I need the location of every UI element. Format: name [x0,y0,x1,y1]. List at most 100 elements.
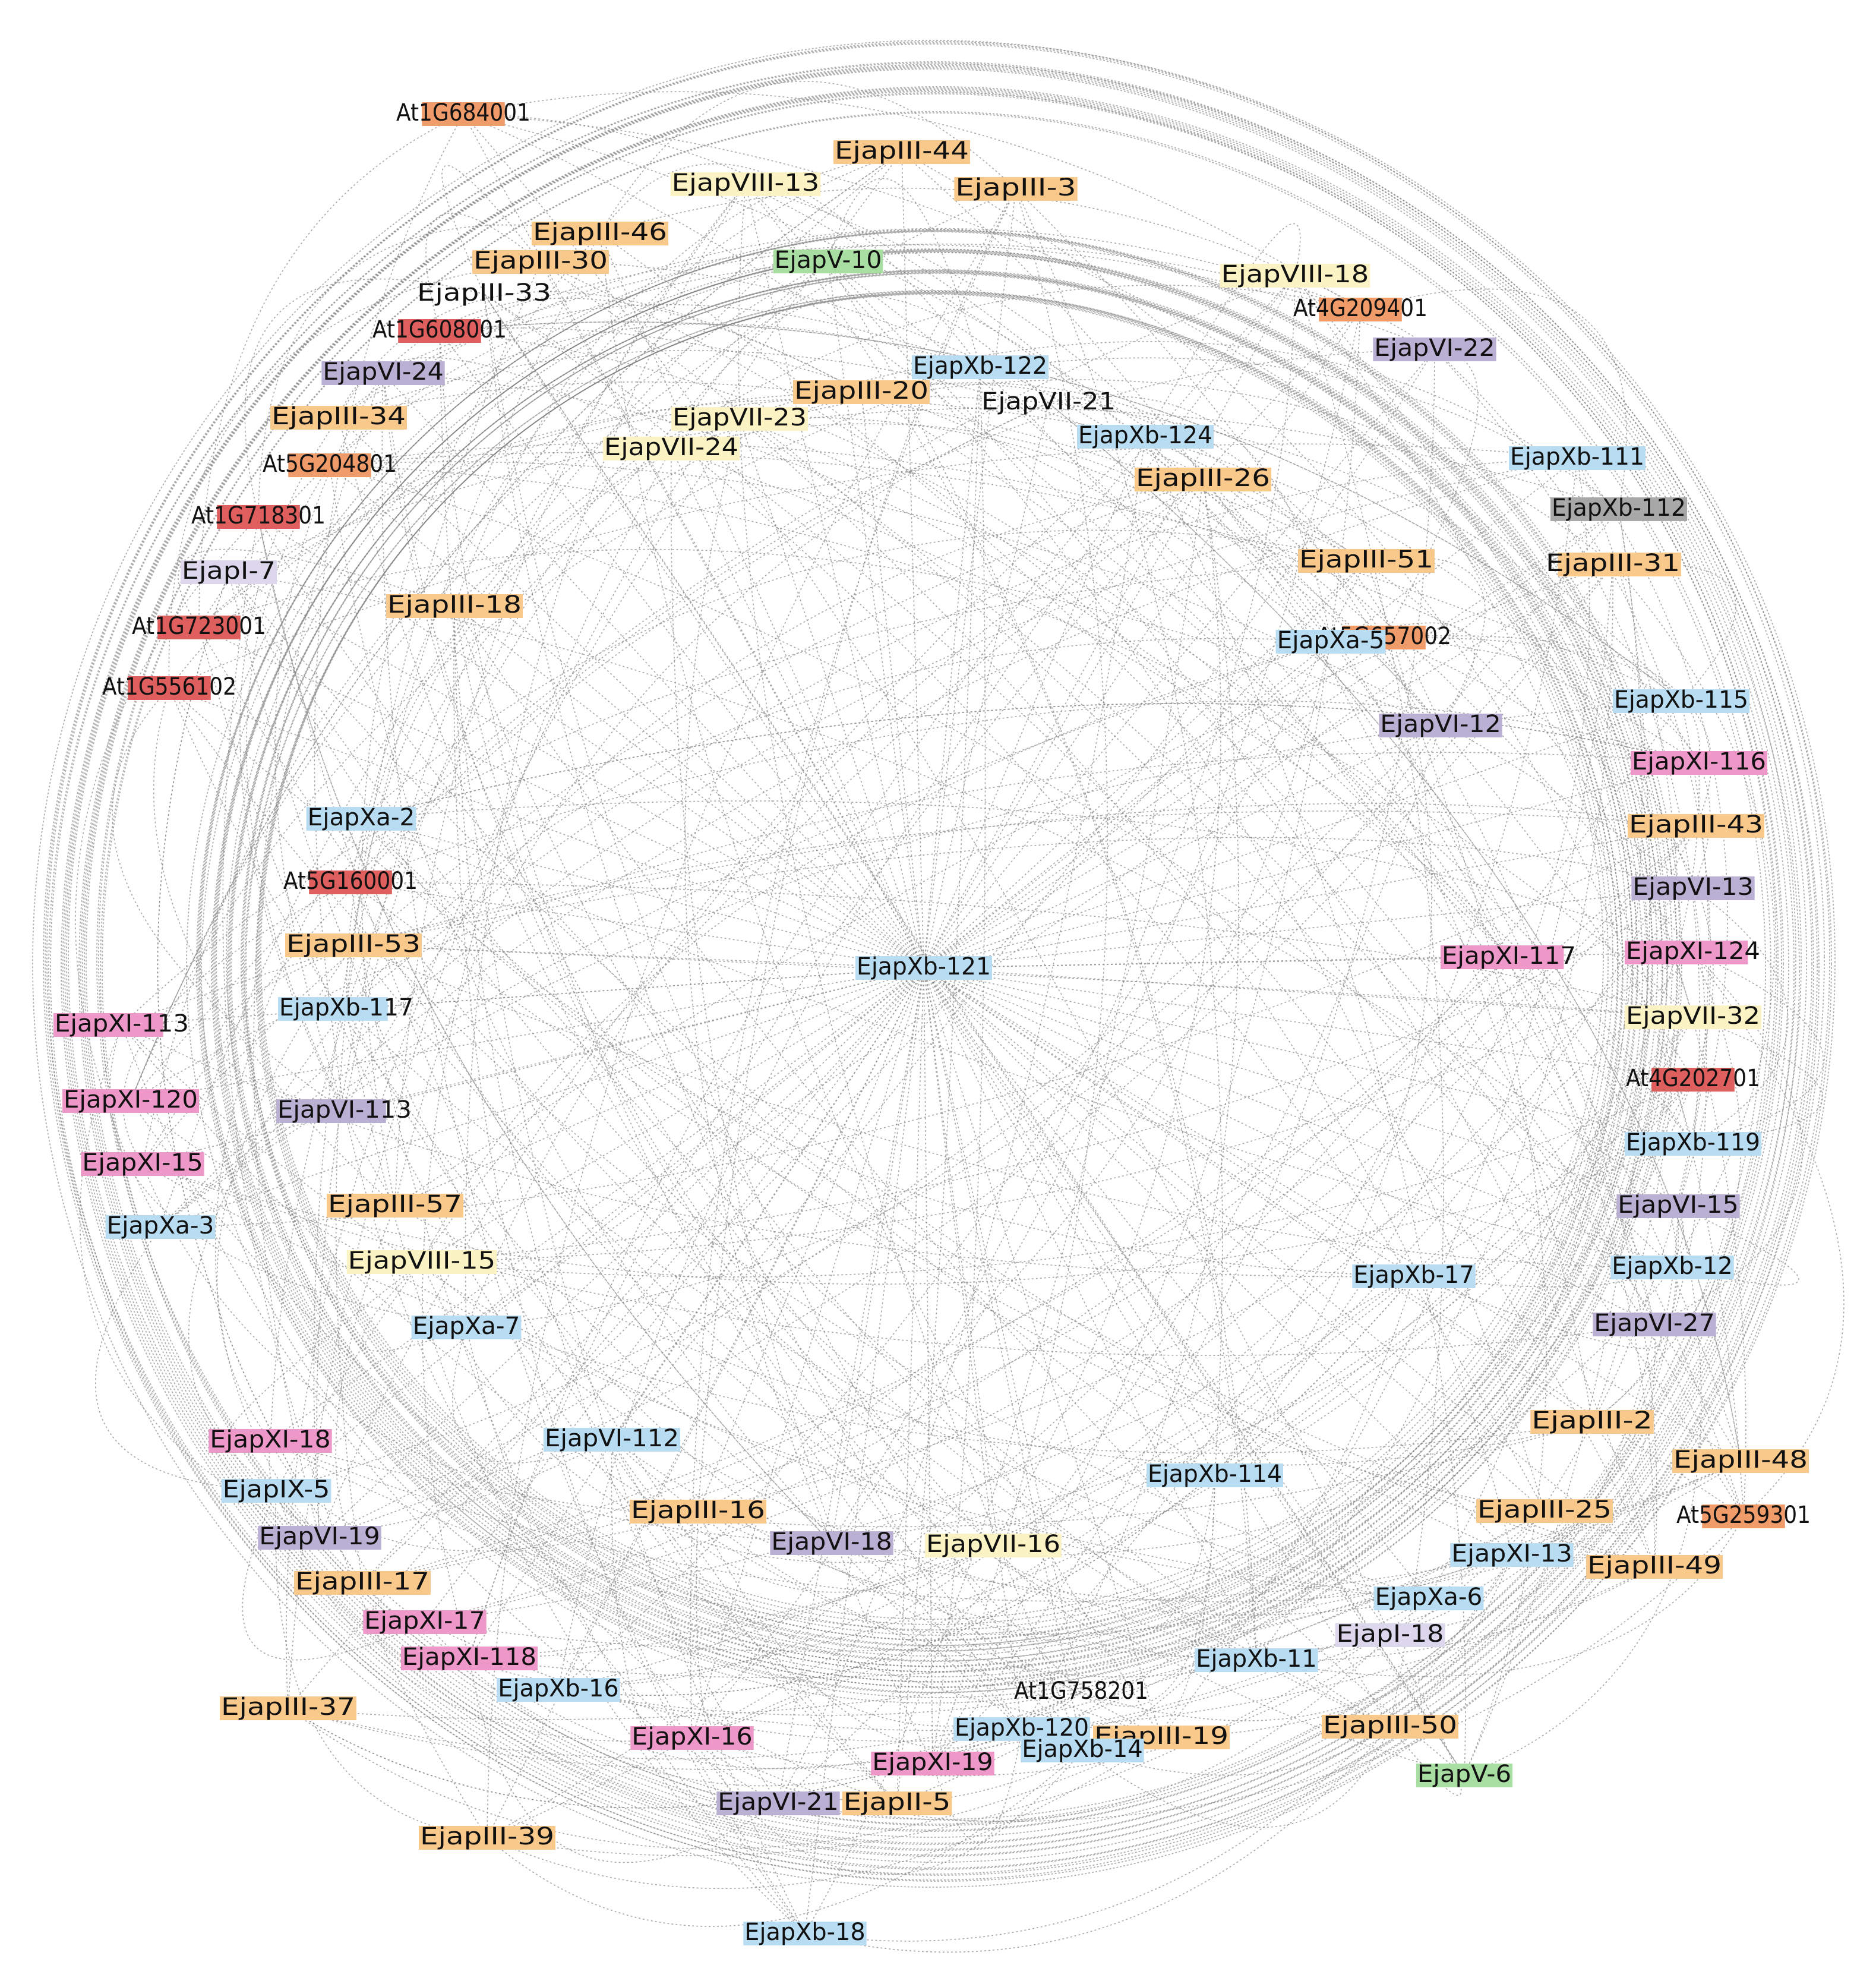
gene-node[interactable]: EjapXI-113 [53,1010,189,1037]
gene-node[interactable]: EjapIII-46 [532,219,668,246]
gene-node[interactable]: At5G160001 [283,868,418,895]
gene-node[interactable]: EjapIII-33 [417,279,551,307]
gene-node[interactable]: EjapXb-17 [1352,1261,1476,1289]
gene-node[interactable]: EjapXI-124 [1625,938,1760,965]
gene-node[interactable]: At5G259301 [1676,1502,1811,1529]
gene-node[interactable]: EjapIII-3 [954,174,1078,201]
gene-node-highlight [209,1429,332,1453]
gene-node[interactable]: EjapVI-21 [716,1789,840,1816]
gene-node[interactable]: EjapIII-44 [833,137,970,165]
gene-node[interactable]: EjapXI-15 [81,1149,204,1177]
gene-node[interactable]: EjapXI-16 [630,1723,754,1750]
gene-node[interactable]: EjapVII-16 [925,1531,1062,1558]
gene-node[interactable]: At1G556102 [102,673,236,701]
gene-node[interactable]: EjapIII-50 [1322,1712,1458,1739]
gene-node[interactable]: EjapVI-19 [258,1523,381,1550]
gene-node[interactable]: EjapVII-24 [603,434,740,461]
arc-edge [697,188,1016,1512]
gene-node[interactable]: EjapXb-115 [1613,686,1749,714]
arc-edge [1360,288,1627,510]
gene-node[interactable]: EjapXI-18 [209,1426,332,1453]
gene-node[interactable]: EjapXb-117 [278,994,413,1021]
gene-node[interactable]: EjapXI-120 [62,1086,199,1114]
arc-edge [1428,509,1643,1599]
gene-node[interactable]: EjapVI-12 [1379,711,1502,738]
gene-node[interactable]: EjapIX-5 [221,1476,331,1503]
gene-node[interactable]: EjapIII-49 [1586,1552,1723,1579]
gene-node[interactable]: EjapVI-18 [770,1528,893,1556]
gene-node[interactable]: At4G202701 [1626,1065,1760,1092]
gene-node[interactable]: At5G204801 [263,450,397,478]
gene-node[interactable]: At1G758201 [1014,1677,1148,1705]
gene-node[interactable]: EjapIII-53 [285,931,422,958]
hub-edge [344,967,924,1112]
arc-edge [169,687,1429,1599]
gene-node[interactable]: EjapVIII-15 [346,1247,497,1275]
gene-node[interactable]: EjapXb-111 [1509,443,1646,471]
gene-node[interactable]: At1G608001 [372,316,507,343]
gene-node[interactable]: EjapXa-6 [1373,1584,1484,1611]
gene-node[interactable]: At1G684001 [396,99,530,127]
gene-node[interactable]: EjapVIII-13 [670,169,821,197]
gene-node[interactable]: EjapV-6 [1416,1761,1513,1788]
gene-node[interactable]: EjapXb-124 [1077,422,1214,449]
gene-node[interactable]: EjapXb-11 [1195,1645,1318,1673]
gene-node[interactable]: EjapIII-30 [472,247,609,275]
gene-node[interactable]: EjapIII-48 [1672,1446,1809,1474]
gene-node[interactable]: EjapVI-112 [544,1425,680,1452]
gene-node[interactable]: EjapXI-116 [1631,748,1767,775]
gene-node[interactable]: EjapIII-25 [1476,1496,1613,1524]
gene-node[interactable]: EjapIII-26 [1135,465,1271,492]
gene-node[interactable]: EjapXb-114 [1147,1461,1283,1488]
gene-node[interactable]: At1G718301 [191,502,326,529]
gene-node[interactable]: EjapIII-51 [1298,546,1435,573]
gene-node[interactable]: EjapXI-118 [401,1644,538,1671]
gene-node[interactable]: EjapIII-20 [793,377,930,405]
gene-node[interactable]: EjapXb-120 [953,1714,1090,1742]
gene-node[interactable]: EjapI-18 [1335,1620,1445,1648]
gene-node[interactable]: EjapXI-117 [1441,942,1576,970]
gene-node[interactable]: EjapXI-17 [363,1607,487,1635]
gene-node[interactable]: EjapIII-18 [386,591,523,619]
edge-ring-bundle [98,93,1777,1820]
gene-node[interactable]: EjapV-10 [773,247,883,274]
gene-node[interactable]: EjapXb-119 [1625,1129,1761,1156]
gene-node[interactable]: EjapVI-22 [1373,335,1496,362]
gene-node[interactable]: EjapVI-113 [276,1096,412,1124]
gene-node[interactable]: EjapXb-14 [1021,1736,1144,1763]
gene-node[interactable]: EjapVI-27 [1593,1310,1716,1337]
gene-node[interactable]: EjapI-7 [180,557,277,585]
gene-node[interactable]: EjapIII-31 [1546,550,1681,577]
arc-edge [350,882,1694,1018]
gene-node[interactable]: At4G209401 [1293,295,1427,322]
gene-node[interactable]: EjapXb-121 [855,953,992,980]
gene-node[interactable]: EjapVI-15 [1616,1191,1740,1219]
gene-node[interactable]: EjapXb-16 [497,1675,620,1702]
gene-node[interactable]: EjapII-5 [842,1789,952,1816]
gene-node[interactable]: EjapXa-5 [1275,627,1386,654]
gene-node[interactable]: EjapXb-18 [743,1919,867,1946]
gene-node[interactable]: EjapVIII-18 [1220,261,1370,288]
gene-node[interactable]: At1G723001 [132,613,266,640]
gene-node[interactable]: EjapXb-112 [1550,494,1687,522]
gene-node[interactable]: EjapVII-21 [981,388,1116,415]
gene-node[interactable]: EjapIII-17 [294,1568,431,1595]
gene-node[interactable]: EjapIII-43 [1628,811,1764,838]
gene-node[interactable]: EjapXa-3 [105,1212,216,1239]
gene-node[interactable]: EjapVI-13 [1631,873,1755,901]
gene-node[interactable]: EjapIII-37 [220,1693,356,1721]
gene-node[interactable]: EjapVII-32 [1625,1002,1761,1030]
gene-node[interactable]: EjapXI-19 [871,1749,994,1776]
gene-node[interactable]: EjapIII-2 [1530,1407,1654,1434]
gene-node[interactable]: EjapXb-12 [1610,1253,1734,1280]
gene-node[interactable]: EjapVI-24 [321,358,445,386]
gene-node[interactable]: EjapIII-16 [630,1497,766,1524]
gene-node[interactable]: EjapXa-7 [411,1313,522,1340]
gene-node[interactable]: EjapXI-13 [1450,1540,1574,1567]
gene-node[interactable]: EjapXa-2 [306,804,416,831]
gene-node[interactable]: EjapIII-57 [327,1191,463,1218]
gene-node[interactable]: EjapVII-23 [671,404,808,431]
gene-node[interactable]: EjapIII-39 [419,1823,555,1850]
gene-node[interactable]: EjapIII-34 [270,403,407,430]
gene-node[interactable]: EjapXb-122 [912,352,1048,380]
